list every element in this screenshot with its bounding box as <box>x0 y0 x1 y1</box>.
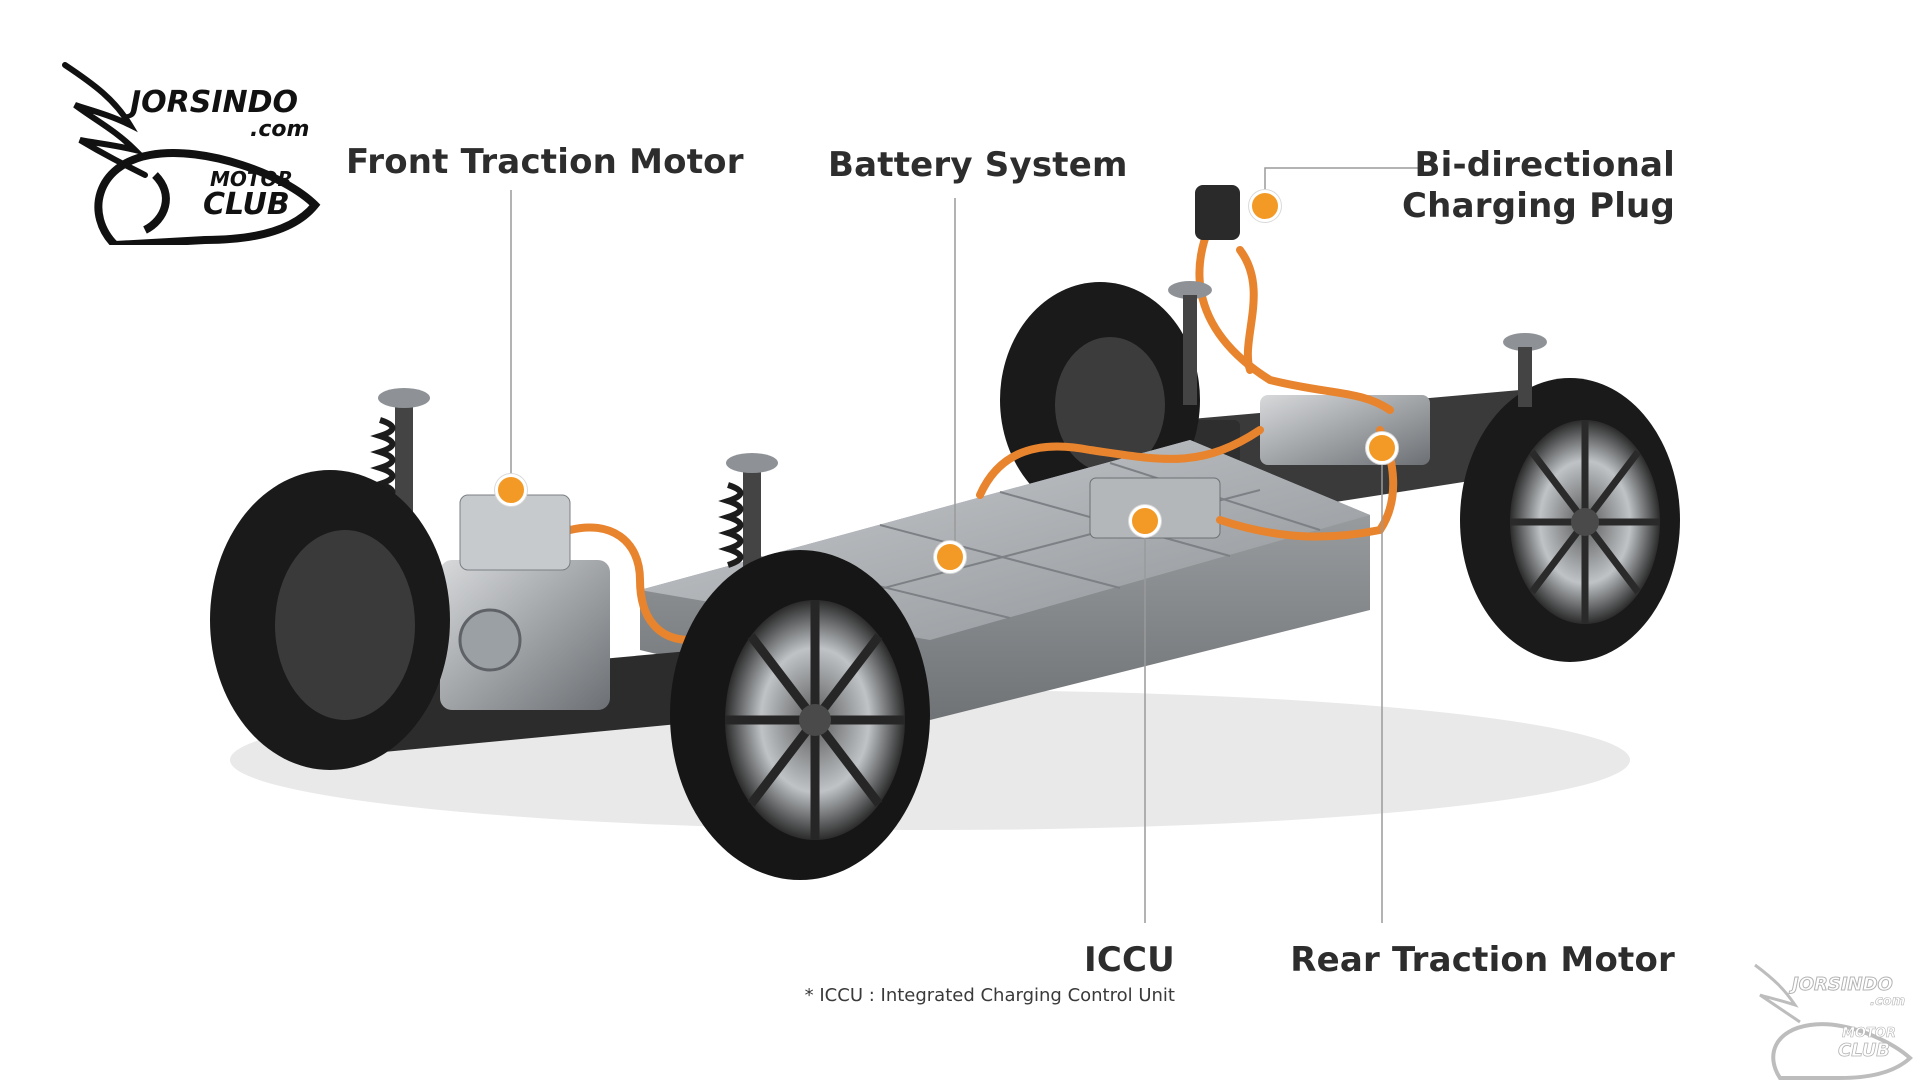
logo-top-club2: CLUB <box>203 187 290 222</box>
leader-lines <box>510 167 1420 923</box>
logo-top-brand: JORSINDO <box>130 85 299 120</box>
hv-cables <box>566 186 1398 644</box>
logo-bottom-brand: JORSINDO <box>1792 974 1894 996</box>
logo-top-domain: .com <box>250 117 310 142</box>
wheel-front-near <box>670 550 930 880</box>
marker-rear-motor[interactable] <box>1366 432 1398 464</box>
logo-watermark-emblem <box>1754 963 1913 1080</box>
label-bidirectional-line2: Charging Plug <box>1402 185 1675 226</box>
logo-bottom-domain: .com <box>1870 994 1906 1010</box>
strut-rear-left <box>1168 281 1212 405</box>
iccu-footnote: * ICCU : Integrated Charging Control Uni… <box>804 985 1175 1006</box>
logo-bottom-right: JORSINDO .com MOTOR CLUB <box>1750 960 1920 1080</box>
logo-wing-emblem <box>62 62 321 245</box>
charging-plug <box>1195 185 1240 240</box>
logo-top-left: JORSINDO .com MOTOR CLUB <box>55 55 335 245</box>
label-battery-system: Battery System <box>828 145 1128 185</box>
label-iccu: ICCU <box>1084 940 1175 980</box>
rear-motor-housing <box>1260 395 1430 465</box>
label-rear-traction-motor: Rear Traction Motor <box>1290 940 1675 980</box>
strut-rear-right <box>1503 333 1547 407</box>
label-front-traction-motor: Front Traction Motor <box>346 142 744 182</box>
label-bidirectional-charging-plug: Bi-directional Charging Plug <box>1402 145 1675 227</box>
logo-top-club1: MOTOR <box>210 167 293 191</box>
wheel-rear-near <box>1460 378 1680 662</box>
label-bidirectional-line1: Bi-directional <box>1414 145 1675 185</box>
logo-bottom-club1: MOTOR <box>1842 1026 1897 1042</box>
logo-bottom-club2: CLUB <box>1838 1040 1891 1062</box>
wheel-front-far <box>210 470 450 770</box>
strut-front-right <box>718 453 778 595</box>
marker-front-motor[interactable] <box>495 474 527 506</box>
marker-iccu[interactable] <box>1129 505 1161 537</box>
front-motor-housing <box>440 560 610 710</box>
marker-battery[interactable] <box>934 541 966 573</box>
marker-charging-plug[interactable] <box>1249 190 1281 222</box>
